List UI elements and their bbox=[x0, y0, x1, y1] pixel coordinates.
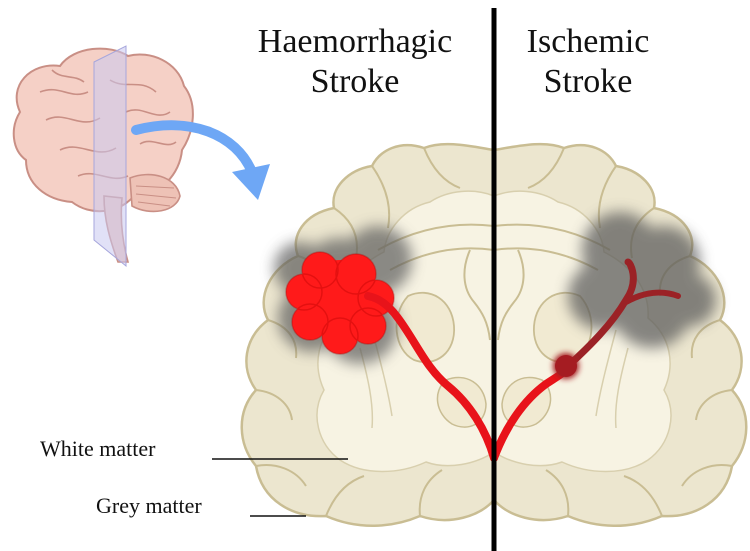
ischemic-stroke-title: Ischemic Stroke bbox=[518, 22, 658, 102]
ischemic-title-line2: Stroke bbox=[518, 62, 658, 102]
coronal-plane-icon bbox=[94, 46, 126, 266]
haemorrhagic-title-line1: Haemorrhagic bbox=[230, 22, 480, 62]
haemorrhagic-title-line2: Stroke bbox=[230, 62, 480, 102]
haemorrhagic-stroke-title: Haemorrhagic Stroke bbox=[230, 22, 480, 102]
grey-matter-label: Grey matter bbox=[96, 493, 202, 519]
white-matter-label: White matter bbox=[40, 436, 155, 462]
ischemic-title-line1: Ischemic bbox=[518, 22, 658, 62]
blood-clot-core bbox=[555, 355, 577, 377]
